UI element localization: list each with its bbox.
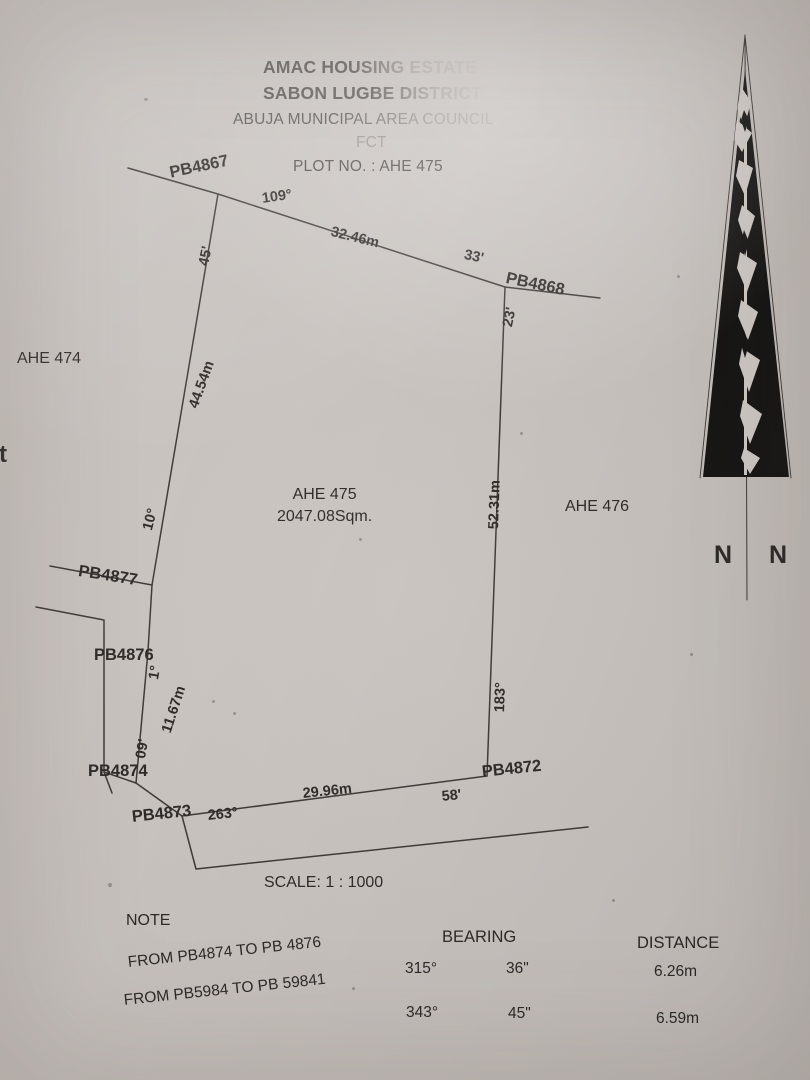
- bearing-southwest-deg: 263°: [207, 804, 239, 824]
- title-line-1-text: AMAC HOUSING ESTATE: [263, 57, 478, 77]
- adjacent-line-west-corner: [103, 771, 113, 794]
- boundary-west-mid: [147, 584, 153, 652]
- north-arrow-icon: [703, 70, 789, 477]
- north-arrow-edge-right: [744, 34, 792, 479]
- plot-number-text: PLOT NO. : AHE 475: [293, 158, 443, 175]
- scale-text: SCALE: 1 : 1000: [264, 874, 384, 891]
- paper-speck: [108, 883, 112, 887]
- parcel-label: AHE 475 2047.08Sqm.: [277, 486, 372, 526]
- paper-speck: [690, 653, 693, 656]
- boundary-west-upper: [151, 193, 219, 586]
- title-line-3-text: ABUJA MUNICIPAL AREA COUNCIL: [233, 111, 494, 128]
- adjacent-line-south: [181, 815, 589, 870]
- parcel-area: 2047.08Sqm.: [277, 507, 373, 525]
- adjacent-line-west-north: [49, 565, 153, 586]
- title-line-4: FCT: [356, 134, 387, 151]
- boundary-southwest: [135, 782, 183, 817]
- title-line-4-text: FCT: [356, 134, 387, 151]
- paper-speck: [212, 700, 215, 703]
- boundary-south: [181, 775, 488, 817]
- boundary-west-lower: [135, 650, 149, 784]
- bearing-west-min-2: 09': [133, 737, 153, 760]
- note-row-2-distance: 6.59m: [656, 1010, 700, 1027]
- compass-label-left: N: [714, 541, 733, 569]
- note-row-1-bearing-deg: 315°: [405, 960, 438, 977]
- parcel-name: AHE 475: [292, 486, 357, 503]
- paper-speck: [144, 98, 148, 101]
- distance-east: 52.31m: [486, 479, 504, 530]
- boundary-extension-northwest: [127, 167, 219, 195]
- note-row-2-bearing-sec: 45": [508, 1005, 531, 1022]
- plot-number: PLOT NO. : AHE 475: [293, 158, 443, 175]
- title-line-2: SABON LUGBE DISTRICT: [263, 83, 482, 104]
- neighbour-label-left: AHE 474: [17, 350, 82, 367]
- note-heading: NOTE: [126, 912, 171, 929]
- note-row-1-bearing-sec: 36": [506, 960, 529, 977]
- compass-label-right: N: [769, 541, 788, 569]
- paper-speck: [520, 432, 523, 435]
- paper-speck: [359, 538, 362, 541]
- bearing-west-min-1: 1°: [146, 664, 165, 681]
- title-line-3: ABUJA MUNICIPAL AREA COUNCIL: [233, 111, 494, 128]
- distance-heading: DISTANCE: [637, 934, 720, 952]
- boundary-extension-northeast: [504, 286, 601, 299]
- beacon-label-pb4876: PB4876: [94, 646, 154, 664]
- paper-speck: [612, 899, 615, 902]
- boundary-north: [217, 193, 506, 288]
- boundary-east: [486, 286, 506, 777]
- bearing-east-deg: 183°: [492, 682, 510, 713]
- paper-speck: [677, 275, 680, 278]
- paper-speck: [233, 712, 236, 715]
- title-line-1: AMAC HOUSING ESTATE: [263, 57, 478, 78]
- left-edge-text-fragment: t: [0, 441, 7, 468]
- bearing-south-min: 58': [441, 786, 463, 805]
- neighbour-label-right: AHE 476: [565, 498, 630, 515]
- title-line-2-text: SABON LUGBE DISTRICT: [263, 83, 482, 103]
- note-row-2-bearing-deg: 343°: [406, 1004, 439, 1021]
- paper-speck: [352, 987, 355, 990]
- adjacent-line-west-step: [35, 606, 137, 784]
- bearing-heading: BEARING: [442, 928, 517, 946]
- note-row-1-distance: 6.26m: [654, 963, 698, 980]
- beacon-label-pb4874: PB4874: [88, 762, 148, 780]
